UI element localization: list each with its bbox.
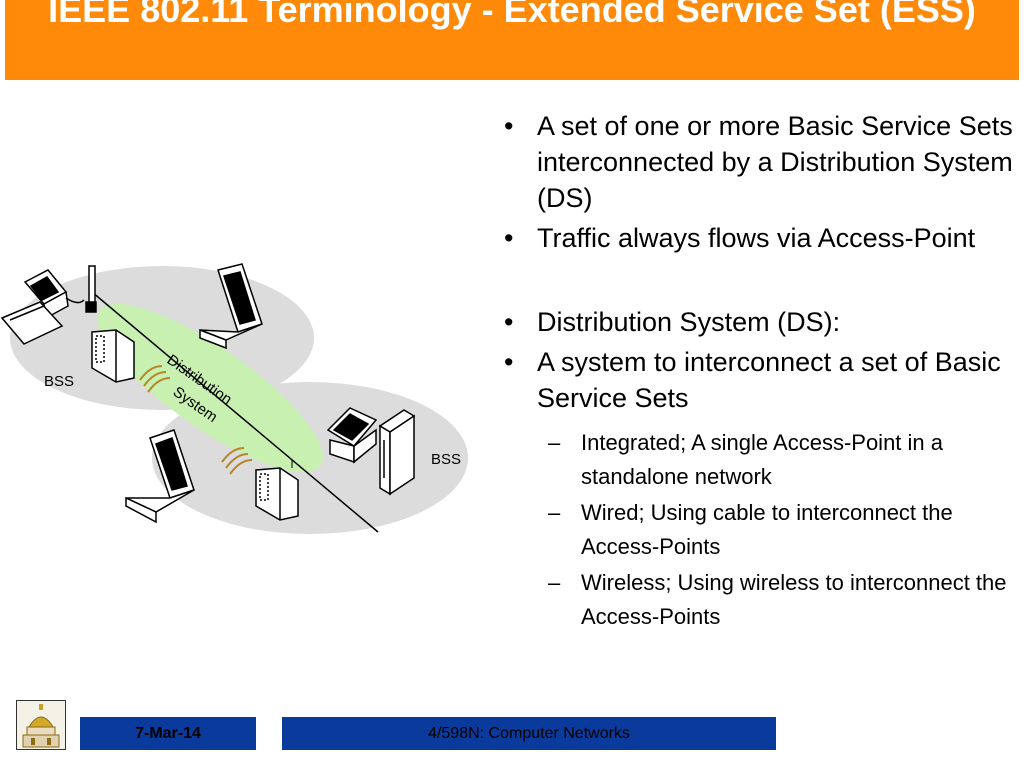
footer-course-title: 4/598N: Computer Networks [282,717,776,750]
ds-backbone-line [91,291,379,533]
desktop-computer-icon [0,269,85,345]
access-point-2-icon [255,467,299,521]
bullet-item: •Distribution System (DS): [504,307,841,337]
ess-diagram: BSS BSS Distribution System [0,263,468,534]
ds-ellipse [97,303,323,473]
bss-left-label: BSS [44,373,74,390]
title-bar: IEEE 802.11 Terminology - Extended Servi… [5,0,1019,80]
sub-bullet-item: –Wired; Using cable to interconnect the … [548,500,953,559]
wireless-signal-2-icon [221,447,253,475]
printer-icon [326,407,378,464]
dome-logo [16,700,66,750]
footer-date: 7-Mar-14 [80,717,256,750]
slide-title: IEEE 802.11 Terminology - Extended Servi… [48,0,976,30]
laptop-2-icon [125,429,195,524]
bullet-item: •A set of one or more Basic Service Sets… [504,111,1013,213]
bullet-item: •Traffic always flows via Access-Point [504,223,976,253]
wireless-signal-1-icon [139,365,171,393]
server-tower-icon [378,409,416,496]
dome-icon [22,704,60,748]
bullet-list: •A set of one or more Basic Service Sets… [496,108,1016,634]
access-point-1-icon [91,329,135,383]
bullet-item: •A system to interconnect a set of Basic… [504,347,1001,413]
bss-right-label: BSS [431,451,461,468]
laptop-1-icon [199,263,263,350]
antenna-icon [85,265,97,313]
sub-bullet-item: –Integrated; A single Access-Point in a … [548,430,944,489]
sub-bullet-item: –Wireless; Using wireless to interconnec… [548,570,1007,629]
